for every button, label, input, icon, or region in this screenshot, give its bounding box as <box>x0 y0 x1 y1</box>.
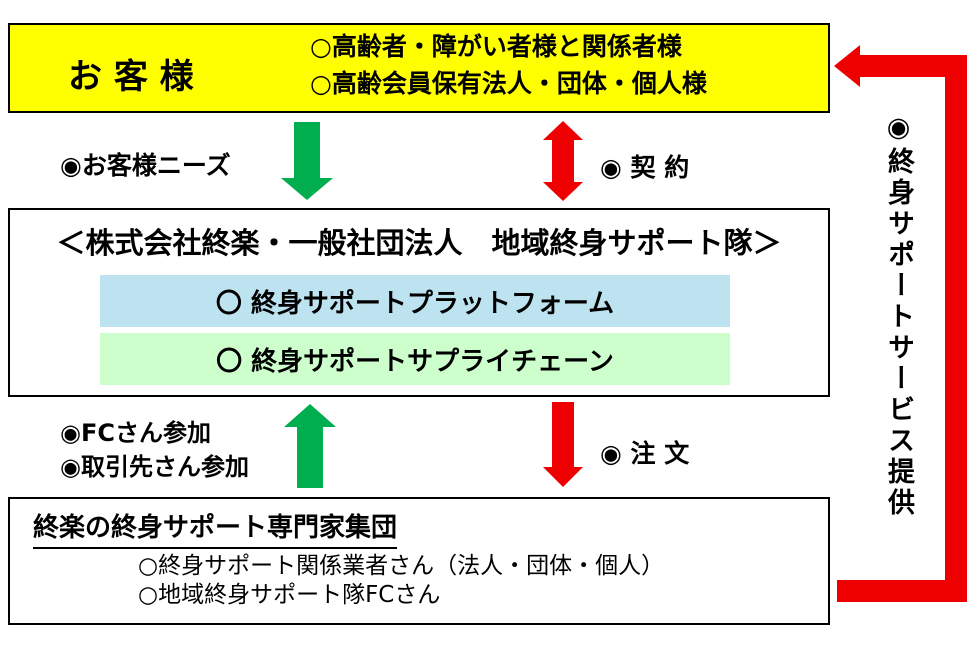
experts-box-title: 終楽の終身サポート専門家集団 <box>33 507 398 549</box>
supply-chain-bar: 〇 終身サポートサプライチェーン <box>100 333 730 385</box>
fc-participation-label: ◉FCさん参加 <box>60 419 211 447</box>
experts-detail-line: ○終身サポート関係業者さん（法人・団体・個人） <box>138 553 665 579</box>
arrow-top-segment <box>858 55 967 77</box>
arrow-left-head <box>834 45 860 87</box>
arrow-shaft <box>552 402 574 468</box>
arrow-shaft <box>297 426 323 488</box>
supply-chain-label: 〇 終身サポートサプライチェーン <box>216 346 614 377</box>
arrow-vertical-segment <box>945 55 967 602</box>
supplier-participation-label: ◉取引先さん参加 <box>60 453 249 481</box>
arrow-shaft <box>552 139 574 183</box>
experts-detail-line: ○地域終身サポート隊FCさん <box>138 582 441 608</box>
customer-box-title: お 客 様 <box>68 57 194 97</box>
company-box-title: ＜株式会社終楽・一般社団法人 地域終身サポート隊＞ <box>56 226 782 260</box>
customer-detail-lines: ○高齢者・障がい者様と関係者様 ○高齢会員保有法人・団体・個人様 <box>310 28 707 102</box>
customer-needs-label: ◉お客様ニーズ <box>60 151 231 180</box>
experts-detail-lines: ○終身サポート関係業者さん（法人・団体・個人） ○地域終身サポート隊FCさん <box>138 552 664 610</box>
experts-box: 終楽の終身サポート専門家集団 ○終身サポート関係業者さん（法人・団体・個人） ○… <box>8 497 830 625</box>
platform-label: 〇 終身サポートプラットフォーム <box>215 288 615 319</box>
arrow-bottom-segment <box>837 580 967 602</box>
order-label: ◉ 注 文 <box>600 439 690 468</box>
arrow-down-head <box>543 467 583 487</box>
platform-bar: 〇 終身サポートプラットフォーム <box>100 275 730 327</box>
contract-label: ◉ 契 約 <box>600 153 690 182</box>
arrow-up-head <box>543 121 583 140</box>
company-box: ＜株式会社終楽・一般社団法人 地域終身サポート隊＞ 〇 終身サポートプラットフォ… <box>8 208 830 397</box>
customer-box: お 客 様 ○高齢者・障がい者様と関係者様 ○高齢会員保有法人・団体・個人様 <box>8 23 830 113</box>
arrow-down-head <box>543 182 583 201</box>
arrow-up-head <box>284 404 336 427</box>
arrow-shaft <box>294 122 320 179</box>
service-provision-label: ◉終身サポートサービス提供 <box>883 112 914 519</box>
arrow-down-head <box>281 178 333 200</box>
customer-detail-line: ○高齢者・障がい者様と関係者様 <box>310 32 682 61</box>
customer-detail-line: ○高齢会員保有法人・団体・個人様 <box>310 69 707 98</box>
